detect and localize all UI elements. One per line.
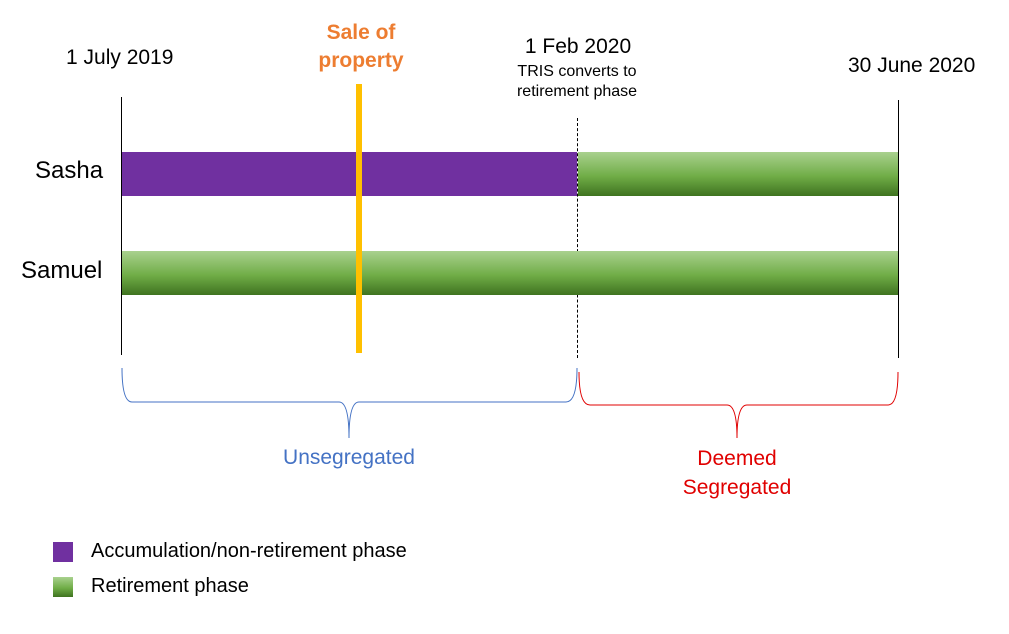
start-date-label: 1 July 2019: [66, 46, 174, 69]
sasha-retirement-bar: [578, 152, 898, 196]
mid-date-note-line2: retirement phase: [516, 83, 638, 100]
unsegregated-label: Unsegregated: [283, 446, 415, 469]
legend-label-retirement: Retirement phase: [91, 575, 249, 597]
mid-date-note: TRIS converts to retirement phase: [517, 62, 637, 102]
member-name-sasha: Sasha: [35, 157, 104, 184]
sale-event-line1: Sale of: [326, 21, 396, 44]
legend-label-accumulation: Accumulation/non-retirement phase: [91, 540, 407, 562]
segregated-brace: [578, 371, 899, 439]
mid-date-note-line1: TRIS converts to: [517, 63, 637, 80]
samuel-retirement-bar: [122, 251, 898, 295]
start-boundary-line: [121, 97, 122, 355]
end-boundary-line: [898, 100, 899, 358]
sasha-accumulation-bar: [122, 152, 577, 196]
legend-swatch-retirement: [53, 577, 73, 597]
segregated-label-line2: Segregated: [682, 476, 792, 499]
mid-date-label: 1 Feb 2020: [524, 35, 632, 58]
legend-swatch-accumulation: [53, 542, 73, 562]
segregated-label-line1: Deemed: [697, 447, 777, 470]
end-date-label: 30 June 2020: [848, 54, 976, 77]
sale-event-marker-line: [356, 84, 362, 353]
segregated-label: Deemed Segregated: [683, 444, 792, 502]
mid-boundary-dashed-line: [577, 118, 578, 358]
unsegregated-brace: [121, 367, 578, 439]
member-name-samuel: Samuel: [21, 257, 103, 284]
sale-event-label: Sale of property: [318, 19, 403, 75]
sale-event-line2: property: [318, 49, 404, 72]
